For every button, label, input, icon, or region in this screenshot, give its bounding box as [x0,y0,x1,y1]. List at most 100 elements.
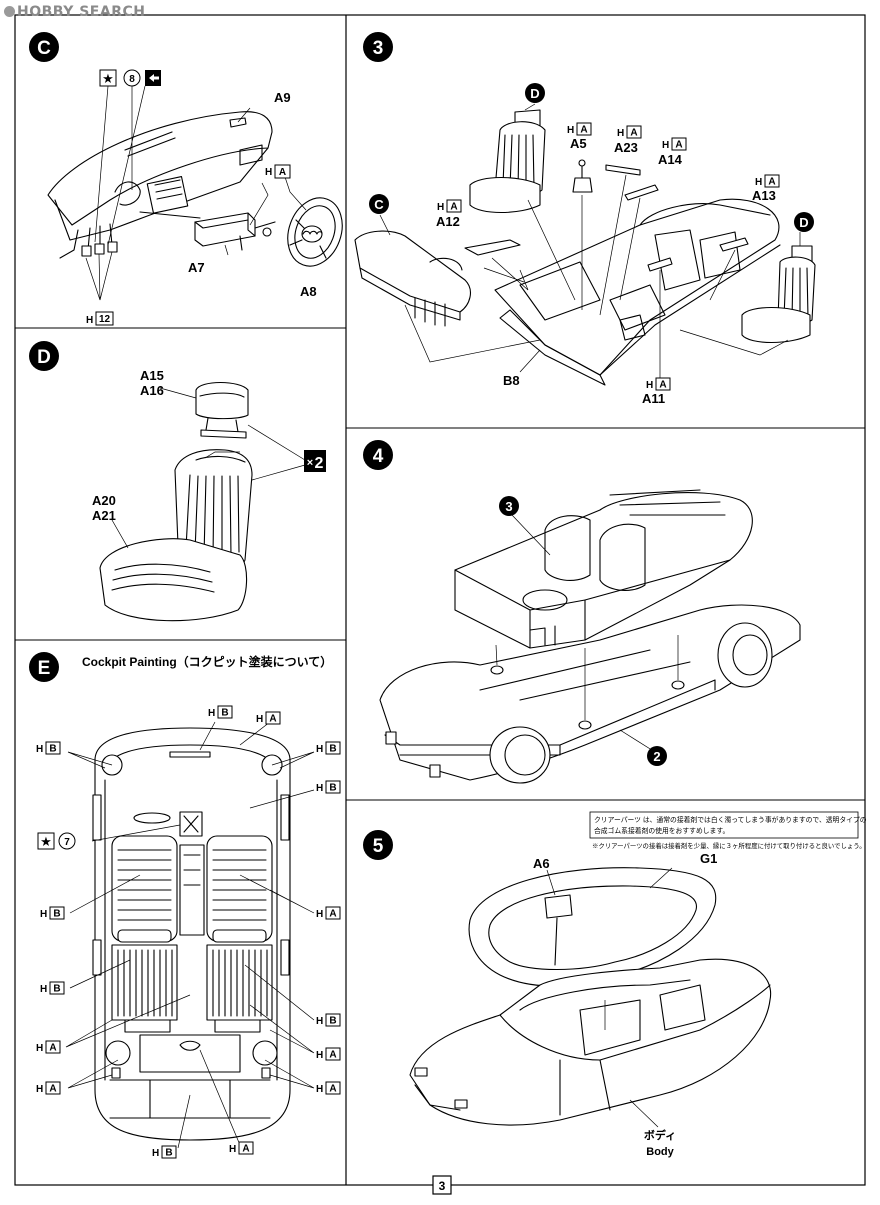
svg-text:A: A [269,714,276,725]
step-badge-label: D [37,347,51,368]
svg-text:A: A [630,128,637,139]
step-badge [363,32,393,62]
part-label-a16: A16 [140,383,164,398]
svg-text:H: H [316,1050,323,1061]
step-3: 3 [354,32,816,406]
svg-text:H: H [316,909,323,920]
quantity-x: × [307,457,313,469]
svg-text:H: H [36,744,43,755]
ref-badge [794,212,814,232]
step-badge [29,341,59,371]
svg-text:B: B [165,1148,172,1159]
svg-text:H: H [437,202,444,213]
part-label-a13: A13 [752,188,776,203]
clear-parts-note [589,811,859,839]
svg-text:H: H [36,1043,43,1054]
star-icon [37,832,55,850]
page-number-box [432,1175,452,1195]
step-badge [363,830,393,860]
svg-text:B: B [329,744,336,755]
svg-text:H: H [662,140,669,151]
part-label-a15: A15 [140,368,164,383]
ref-badge-label: D [530,86,539,101]
svg-text:B: B [329,783,336,794]
svg-text:H: H [646,380,653,391]
part-label-a9: A9 [274,90,291,105]
ref-badge-label: D [799,215,808,230]
svg-text:H: H [36,1084,43,1095]
ref-badge-label: 2 [653,749,660,764]
svg-text:H: H [316,744,323,755]
ref-badge [647,746,667,766]
part-label-a21: A21 [92,508,116,523]
paint-code: A [279,167,286,178]
step-badge-label: C [37,38,51,59]
svg-text:B: B [49,744,56,755]
note-line-2: 合成ゴム系接着剤の使用をおすすめします。 [594,826,729,835]
svg-text:H: H [316,1016,323,1027]
step-badge-label: 3 [373,38,384,59]
paint-number-label: 8 [129,74,135,85]
svg-text:★: ★ [102,71,114,86]
svg-text:A: A [49,1084,56,1095]
section-title: Cockpit Painting（コクピット塗装について） [82,654,332,669]
step-e: E Cockpit Painting（コクピット塗装について） [29,652,341,1159]
svg-text:A: A [329,909,336,920]
ref-badge [499,496,519,516]
chassis-drawing [379,604,801,784]
svg-text:B: B [329,1016,336,1027]
step-badge [363,440,393,470]
cockpit-topview-drawing [92,727,291,1141]
svg-text:H: H [152,1148,159,1159]
svg-text:A: A [659,380,666,391]
steering-wheel-drawing [287,197,343,267]
ref-badge [369,194,389,214]
quantity-n: 2 [315,455,324,472]
page-number: 3 [439,1179,446,1193]
svg-text:B: B [53,984,60,995]
logo-icon [4,6,15,17]
svg-text:A: A [49,1043,56,1054]
note-line-1: クリアーパーツ は、通常の接着剤では白く濁ってしまう事がありますので、透明タイプ… [594,815,867,824]
part-label-a5: A5 [570,136,587,151]
part-label-a23: A23 [614,140,638,155]
svg-text:H: H [755,177,762,188]
step-badge-label: 4 [373,446,384,467]
svg-text:A: A [329,1084,336,1095]
part-label-a12: A12 [436,214,460,229]
dashboard-drawing [47,111,273,259]
svg-text:A: A [768,177,775,188]
svg-text:H: H [617,128,624,139]
part-label-a7: A7 [188,260,205,275]
part-label-a14: A14 [658,152,683,167]
ref-badge-label: 3 [505,499,512,514]
svg-text:H: H [40,909,47,920]
part-label-a11: A11 [642,391,665,406]
svg-text:A: A [675,140,682,151]
part-label-a20: A20 [92,493,116,508]
car-body-drawing [409,958,772,1126]
part-label-a6: A6 [533,856,550,871]
body-label-jp: ボディ [644,1128,676,1142]
